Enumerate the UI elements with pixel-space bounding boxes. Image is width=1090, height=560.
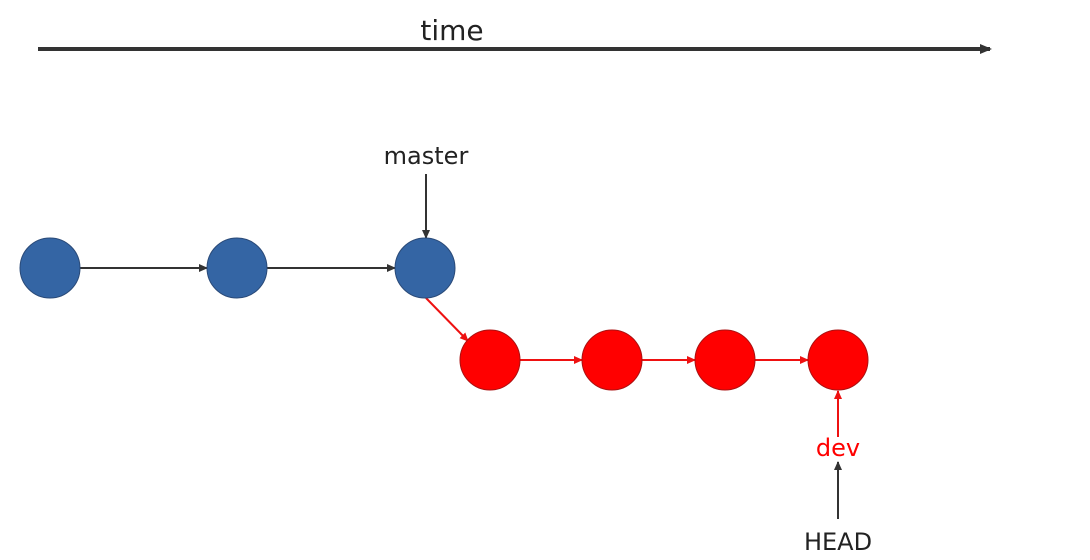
master-branch-label: master	[384, 142, 469, 170]
dev-branch-label: dev	[816, 434, 860, 462]
time-label: time	[420, 14, 483, 47]
master-commit-3	[394, 237, 456, 299]
dev-commit-4	[807, 329, 869, 391]
branch-edge-m3-d1	[425, 297, 469, 342]
dev-commit-2	[581, 329, 643, 391]
master-commit-2	[206, 237, 268, 299]
head-label: HEAD	[804, 528, 872, 556]
dev-commit-1	[459, 329, 521, 391]
dev-commit-3	[694, 329, 756, 391]
master-commit-1	[19, 237, 81, 299]
